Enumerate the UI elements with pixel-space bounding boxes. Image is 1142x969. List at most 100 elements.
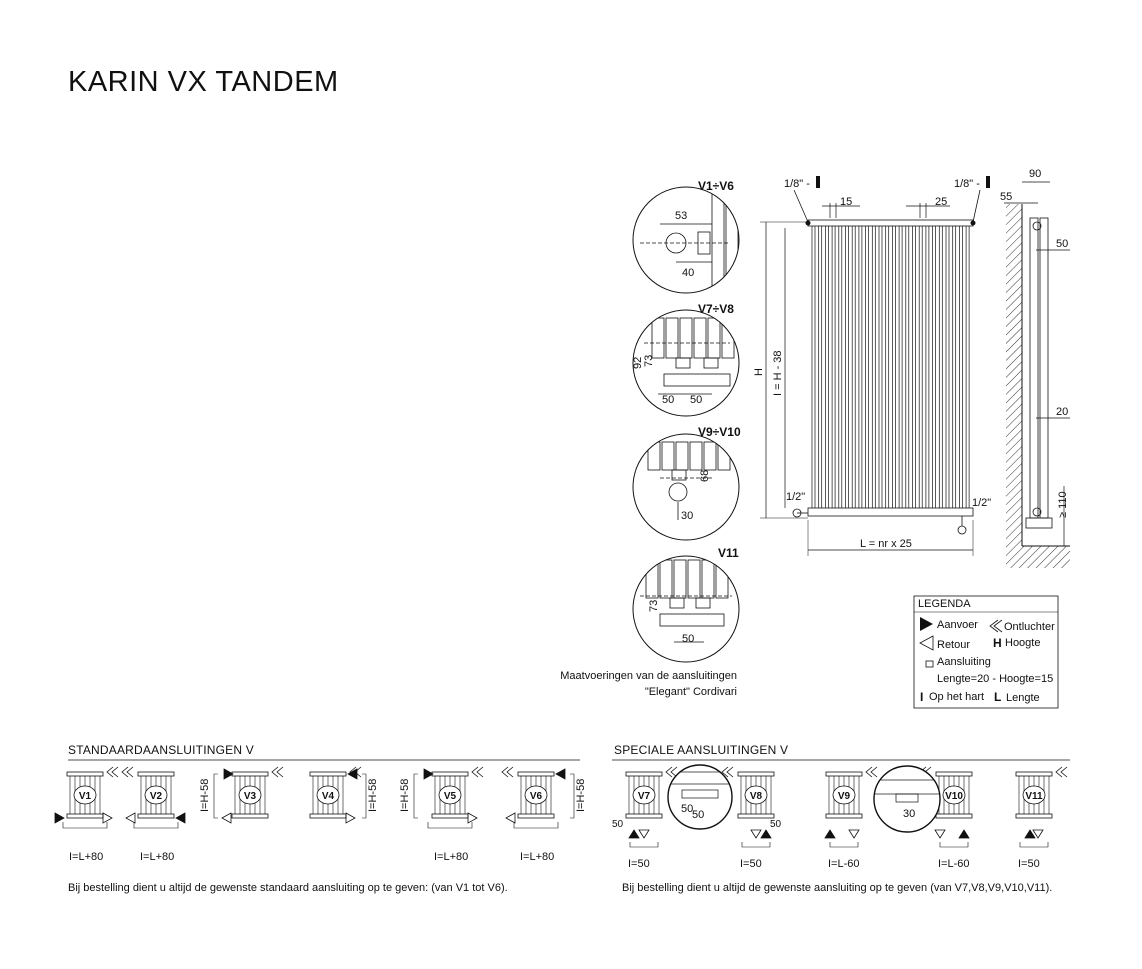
detail-v1-v6: V1÷V6 53 40: [632, 179, 740, 294]
legend: LEGENDA Aanvoer Ontluchter Retour H Hoog…: [913, 595, 1059, 709]
zoom-v910: 30: [903, 808, 915, 820]
standard-v5-formula: I=L+80: [434, 851, 468, 863]
detail-v7-dim-v1: 92: [632, 357, 644, 369]
special-v8-formula: I=50: [740, 858, 762, 870]
detail-v7-v8-label: V7÷V8: [698, 302, 734, 316]
front-length: L = nr x 25: [860, 538, 912, 550]
standard-v4-formula: I=H-58: [367, 779, 379, 812]
aansluiting-icon: [925, 660, 934, 668]
legend-ontluchter: Ontluchter: [1004, 621, 1055, 633]
special-v10-formula: I=L-60: [938, 858, 970, 870]
standard-item-v3: V3 I=H-58: [199, 766, 284, 824]
detail-v7-dim-h2: 50: [690, 394, 702, 406]
standard-item-v6: V6I=L+80 I=H-58: [501, 766, 587, 863]
front-view: 1/8" - 1/8" - 15 25 H I = H - 38 1/2": [753, 176, 991, 556]
legend-hart: Op het hart: [929, 691, 984, 703]
special-v11-formula: I=50: [1018, 858, 1040, 870]
legend-lengte-symbol: L: [994, 690, 1001, 704]
legend-aanvoer: Aanvoer: [937, 619, 978, 631]
front-inner-height: I = H - 38: [772, 350, 784, 396]
standard-item-v2: V2I=L+80: [121, 766, 186, 863]
legend-aansluiting: Aansluiting: [937, 656, 991, 668]
detail-v11-label: V11: [718, 546, 739, 560]
front-conn-left: 1/2": [786, 491, 805, 503]
standard-v6-code: V6: [530, 791, 543, 802]
special-section: SPECIALE AANSLUITINGEN V V7 50I=50 V8 50I=5…: [612, 743, 1070, 894]
standard-v5-formula-2: I=H-58: [399, 779, 411, 812]
standard-heading: STANDAARDAANSLUITINGEN V: [68, 743, 254, 757]
detail-v11-dim-h: 50: [682, 633, 694, 645]
special-v9-formula: I=L-60: [828, 858, 860, 870]
detail-v1-dim-top: 53: [675, 210, 687, 222]
standard-v6-formula-2: I=H-58: [575, 779, 587, 812]
detail-v7-dim-h1: 50: [662, 394, 674, 406]
zoom-v78-a: 50: [681, 803, 693, 815]
standard-v2-code: V2: [150, 791, 163, 802]
front-dim-15: 15: [840, 196, 852, 208]
special-v7-formula: I=50: [628, 858, 650, 870]
legend-hoogte-symbol: H: [993, 636, 1002, 650]
detail-v9-v10: V9÷V10 68 30: [632, 425, 741, 541]
detail-v9-dim-v: 68: [699, 470, 711, 482]
side-dim-90: 90: [1029, 168, 1041, 180]
detail-v9-dim-h: 30: [681, 510, 693, 522]
standard-item-v5: V5I=L+80 I=H-58: [399, 766, 484, 863]
special-item-v9: V9I=L-60: [824, 766, 878, 870]
special-v8-side: 50: [770, 819, 782, 830]
special-v8-code: V8: [750, 791, 763, 802]
standard-v2-formula: I=L+80: [140, 851, 174, 863]
special-v10-code: V10: [945, 791, 963, 802]
detail-v7-dim-v2: 73: [643, 355, 655, 367]
page-title: KARIN VX TANDEM: [68, 66, 339, 98]
standard-v5-code: V5: [444, 791, 457, 802]
standard-v1-formula: I=L+80: [69, 851, 103, 863]
legend-title: LEGENDA: [918, 598, 971, 610]
special-note: Bij bestelling dient u altijd de gewenst…: [622, 882, 1052, 894]
standard-note: Bij bestelling dient u altijd de gewenst…: [68, 882, 508, 894]
special-v11-code: V11: [1025, 791, 1043, 802]
special-v7-code: V7: [638, 791, 651, 802]
standard-item-v1: V1I=L+80: [54, 766, 119, 863]
side-view: 90 55 50 20 ≥ 110: [1000, 168, 1070, 568]
legend-aansluiting-dims: Lengte=20 - Hoogte=15: [937, 673, 1053, 685]
side-dim-20: 20: [1056, 406, 1068, 418]
legend-hoogte: Hoogte: [1005, 637, 1040, 649]
detail-v1-v6-label: V1÷V6: [698, 179, 734, 193]
special-heading: SPECIALE AANSLUITINGEN V: [614, 743, 788, 757]
front-conn-right: 1/2": [972, 497, 991, 509]
special-item-v8: V8 50I=50: [721, 766, 782, 870]
legend-hart-symbol: I: [920, 690, 923, 704]
detail-v9-v10-label: V9÷V10: [698, 425, 741, 439]
details-caption-1: Maatvoeringen van de aansluitingen: [560, 670, 737, 682]
standard-section: STANDAARDAANSLUITINGEN V V1I=L+80V2I=L+8…: [54, 743, 587, 894]
zoom-v9-v10: [873, 765, 941, 833]
zoom-v78-b: 50: [692, 809, 704, 821]
standard-v4-code: V4: [322, 791, 335, 802]
vent-left-label: 1/8" -: [784, 178, 810, 190]
side-dim-110: ≥ 110: [1057, 491, 1069, 518]
vent-right-label: 1/8" -: [954, 178, 980, 190]
special-v7-side: 50: [612, 819, 624, 830]
front-height: H: [753, 368, 765, 376]
special-item-v7: V7 50I=50: [612, 766, 678, 870]
standard-v1-code: V1: [79, 791, 92, 802]
legend-retour: Retour: [937, 639, 970, 651]
aanvoer-icon: [920, 617, 933, 631]
standard-v3-code: V3: [244, 791, 257, 802]
details-caption-2: "Elegant" Cordivari: [645, 686, 737, 698]
standard-item-v4: V4 I=H-58: [309, 766, 379, 824]
standard-v6-formula: I=L+80: [520, 851, 554, 863]
detail-v1-dim-bottom: 40: [682, 267, 694, 279]
special-v9-code: V9: [838, 791, 851, 802]
detail-v7-v8: V7÷V8 92 73 50 50: [632, 302, 740, 417]
side-dim-55: 55: [1000, 191, 1012, 203]
ontluchter-icon: [989, 619, 1003, 633]
front-dim-25: 25: [935, 196, 947, 208]
side-dim-50: 50: [1056, 238, 1068, 250]
standard-v3-formula: I=H-58: [199, 779, 211, 812]
detail-v11-dim-v: 73: [648, 600, 660, 612]
retour-icon: [919, 635, 934, 651]
